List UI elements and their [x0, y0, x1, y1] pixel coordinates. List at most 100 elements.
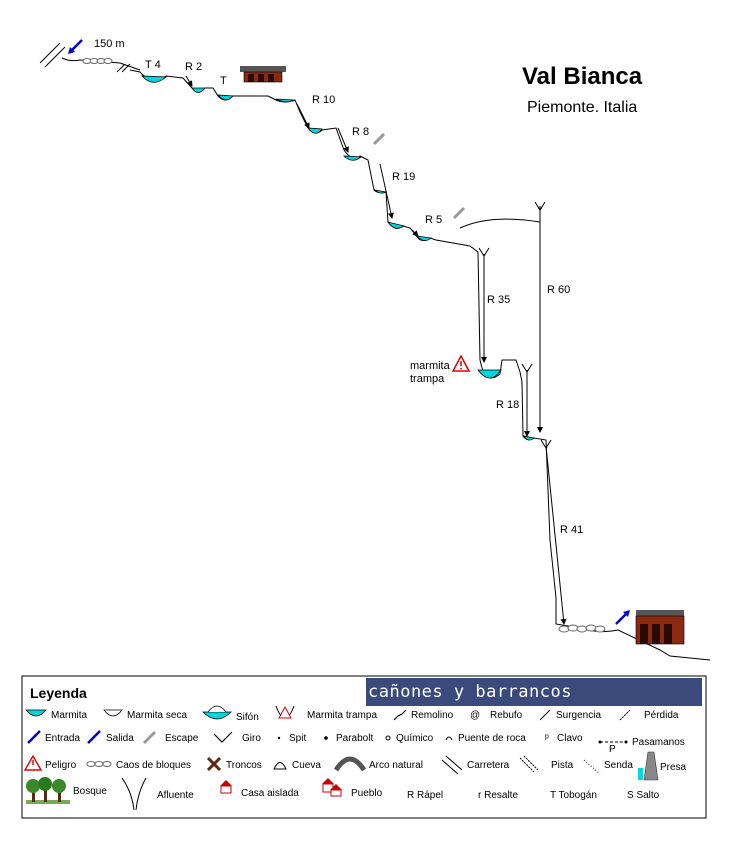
label-trampa: trampa: [410, 373, 445, 385]
legend-item: Afluente: [157, 790, 194, 801]
marmita-trampa-icon: [275, 705, 295, 719]
label-r2: R 2: [185, 61, 202, 73]
legend-item: Arco natural: [369, 760, 423, 771]
presa-icon: [638, 751, 659, 781]
legend-item: T Tobogán: [550, 790, 597, 801]
quimico-icon: [385, 735, 391, 741]
surgencia-icon: [539, 709, 551, 721]
perdida-icon: [619, 709, 631, 721]
legend-item: Rebufo: [490, 710, 523, 721]
label-marmita: marmita: [410, 360, 451, 372]
pista-icon: [519, 755, 539, 773]
legend-item: Peligro: [45, 760, 77, 771]
entry-arrow-icon: [68, 39, 83, 54]
senda-icon: [583, 759, 601, 775]
rappel-lines: [185, 75, 567, 625]
boulder-chaos-exit-icon: [558, 624, 606, 633]
legend-item: Puente de roca: [458, 733, 526, 744]
rebufo-icon: @: [470, 710, 480, 721]
legend-item: Giro: [242, 733, 261, 744]
pool-marmita: [523, 435, 535, 441]
remolino-icon: [393, 709, 407, 721]
pool-marmita: [387, 221, 405, 229]
legend-item: Escape: [165, 733, 199, 744]
approach-distance: 150 m: [94, 38, 125, 50]
legend-item: r Resalte: [478, 790, 518, 801]
pool-marmita: [307, 127, 323, 134]
legend-item: Carretera: [467, 760, 510, 771]
escape-trail: [459, 218, 541, 229]
clavo-icon: ᵖ: [545, 733, 549, 744]
page-title: Val Bianca: [522, 63, 643, 90]
legend-item: Pasamanos: [632, 737, 685, 748]
legend-item: Pérdida: [644, 710, 679, 721]
pasamanos-icon: [598, 740, 628, 744]
legend-item: Remolino: [411, 710, 454, 721]
legend: cañones y barrancos Leyenda Marmita Marm…: [21, 675, 707, 819]
legend-item: Senda: [604, 760, 633, 771]
boulder-chaos-icon: [82, 58, 113, 64]
arco-natural-icon: [333, 756, 367, 772]
legend-item: Salida: [106, 733, 134, 744]
legend-item: Químico: [396, 733, 434, 744]
legend-item: Troncos: [226, 760, 262, 771]
giro-icon: [213, 731, 233, 743]
exit-arrow-icon: [615, 610, 630, 625]
marmita-icon: [25, 709, 47, 717]
pools: [141, 75, 535, 441]
break-marker: [116, 63, 131, 73]
pasamanos-letter: P: [609, 744, 616, 755]
legend-banner-bg: [366, 678, 702, 706]
pool-marmita: [141, 75, 168, 83]
escape-arrow-icon: [372, 132, 466, 220]
legend-item: Presa: [660, 762, 687, 773]
legend-item: Surgencia: [556, 710, 601, 721]
legend-banner: cañones y barrancos: [368, 682, 572, 702]
legend-item: Bosque: [73, 786, 107, 797]
legend-item: Clavo: [557, 733, 583, 744]
label-r18: R 18: [496, 399, 519, 411]
marmita-seca-icon: [103, 709, 123, 717]
legend-item: R Rápel: [407, 790, 443, 801]
label-r8: R 8: [352, 126, 369, 138]
house-bottom-icon: [635, 610, 685, 645]
legend-item: Marmita seca: [127, 710, 187, 721]
pueblo-icon: [322, 778, 342, 797]
salida-icon: [87, 730, 101, 744]
legend-item: Caos de bloques: [116, 760, 191, 771]
pool-marmita: [373, 189, 388, 194]
bosque-icon: [26, 777, 70, 804]
casa-aislada-icon: [220, 780, 232, 794]
page-subtitle: Piemonte. Italia: [527, 99, 637, 116]
escape-icon: [142, 730, 157, 745]
anchor-symbols: [478, 201, 552, 449]
legend-item: Spit: [289, 733, 306, 744]
label-r41: R 41: [560, 524, 583, 536]
pool-marmita: [191, 87, 206, 93]
label-r5: R 5: [425, 214, 442, 226]
entrada-icon: [27, 730, 41, 744]
label-r10: R 10: [312, 94, 335, 106]
legend-item: Parabolt: [336, 733, 373, 744]
legend-item: Marmita trampa: [307, 710, 377, 721]
label-r19: R 19: [392, 171, 415, 183]
pool-marmita: [217, 94, 234, 101]
legend-item: Sifón: [236, 712, 259, 723]
spit-icon: [277, 736, 281, 740]
label-t: T: [220, 75, 227, 87]
sifon-icon: [202, 705, 232, 720]
parabolt-icon: [324, 736, 328, 740]
afluente-icon: [121, 777, 147, 811]
approach-path: [61, 57, 141, 71]
cueva-icon: [273, 762, 287, 770]
legend-item: Pista: [551, 760, 574, 771]
legend-item: Entrada: [45, 733, 80, 744]
troncos-icon: [206, 756, 222, 772]
label-r60: R 60: [547, 284, 570, 296]
pool-marmita-trampa: [477, 369, 502, 379]
legend-item: Marmita: [51, 710, 88, 721]
legend-item: Pueblo: [351, 788, 383, 799]
label-r35: R 35: [487, 294, 510, 306]
legend-item: Cueva: [292, 760, 321, 771]
